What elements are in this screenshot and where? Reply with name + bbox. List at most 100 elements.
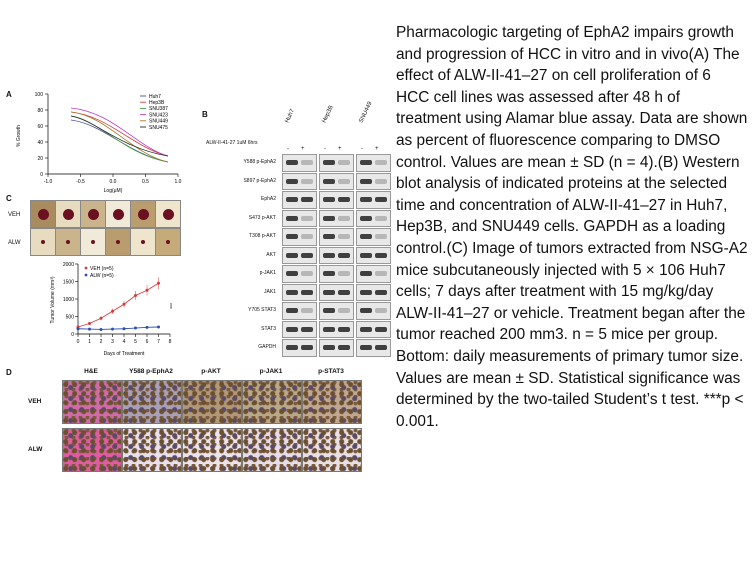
panel-a-ytick: 40 xyxy=(37,140,43,146)
panel-d-label: D xyxy=(6,368,12,377)
data-point xyxy=(76,327,80,331)
blot-band xyxy=(375,252,387,258)
significance-marker: *** xyxy=(166,303,172,309)
panel-a-ytick: 20 xyxy=(37,156,43,162)
ihc-row-label: ALW xyxy=(28,446,43,453)
tumor-photo xyxy=(80,228,106,256)
panel-c-xtick: 4 xyxy=(123,339,126,345)
cell-line-label: SNU449 xyxy=(358,100,374,124)
panel-a-legend-item: Huh7 xyxy=(149,94,161,100)
panel-a-legend-item: SNU475 xyxy=(149,125,168,131)
blot-panel xyxy=(282,191,317,209)
blot-band xyxy=(360,345,372,350)
panel-c-xtick: 8 xyxy=(169,339,172,345)
blot-row-label: GAPDH xyxy=(258,344,276,350)
panel-c-ytick: 2000 xyxy=(63,262,74,268)
panel-a-ylabel: % Growth xyxy=(16,125,22,147)
blot-band xyxy=(323,271,335,276)
panel-b-label: B xyxy=(202,110,208,119)
blot-row-label: Y705 STAT3 xyxy=(248,307,276,313)
panel-a-xtick: 1.0 xyxy=(175,179,182,185)
treatment-sign: + xyxy=(338,146,342,152)
blot-band xyxy=(323,215,335,221)
blot-row-label: JAK1 xyxy=(264,288,276,295)
blot-band xyxy=(286,178,298,184)
data-point xyxy=(145,288,149,292)
blot-panel xyxy=(319,246,354,264)
blot-band xyxy=(286,234,298,239)
blot-panel xyxy=(356,246,391,264)
ihc-image xyxy=(182,380,242,424)
blot-panel xyxy=(356,154,391,172)
blot-band xyxy=(338,345,350,350)
ihc-image xyxy=(302,428,362,472)
panel-a-legend-item: SNU387 xyxy=(149,106,168,112)
treatment-sign: - xyxy=(361,146,363,152)
blot-band xyxy=(375,160,387,165)
panel-c-label: C xyxy=(6,194,12,203)
blot-band xyxy=(323,252,335,258)
blot-row-label: STAT3 xyxy=(261,325,276,332)
tumor-photo xyxy=(30,200,56,228)
data-point xyxy=(111,309,114,313)
panel-a-xtick: -1.0 xyxy=(44,179,53,185)
panel-c-ylabel: Tumor Volume (mm³) xyxy=(50,276,56,323)
blot-band xyxy=(360,289,372,295)
blot-band xyxy=(301,289,313,295)
blot-panel xyxy=(319,320,354,338)
blot-panel xyxy=(356,320,391,338)
ihc-image xyxy=(62,428,122,472)
tumor-photo xyxy=(80,200,106,228)
blot-panel xyxy=(282,172,317,190)
panel-a-ytick: 80 xyxy=(37,108,43,114)
panel-c-ytick: 500 xyxy=(66,314,75,320)
blot-panel xyxy=(282,209,317,227)
blot-row-label: S897 p-EphA2 xyxy=(243,177,276,184)
tumor-photo xyxy=(105,228,131,256)
ihc-column-label: H&E xyxy=(84,368,98,375)
blot-band xyxy=(360,271,372,276)
blot-panel xyxy=(319,265,354,283)
panel-a-legend-item: SNU423 xyxy=(149,112,168,118)
blot-band xyxy=(301,308,313,313)
ihc-image xyxy=(122,428,182,472)
blot-band xyxy=(286,326,298,332)
tumor-photo xyxy=(130,228,156,256)
blot-band xyxy=(323,308,335,313)
panel-a-legend-item: SNU449 xyxy=(149,119,168,125)
panel-a-xlabel: Log(μM) xyxy=(104,188,123,194)
panel-c-ytick: 1000 xyxy=(63,297,74,303)
blot-panel xyxy=(282,265,317,283)
blot-band xyxy=(338,252,350,258)
blot-panel xyxy=(319,191,354,209)
blot-panel xyxy=(282,283,317,301)
treatment-sign: + xyxy=(301,146,305,152)
blot-panel xyxy=(282,154,317,172)
blot-panel xyxy=(282,339,317,357)
panel-c-xtick: 3 xyxy=(111,339,114,345)
blot-panel xyxy=(356,302,391,320)
blot-band xyxy=(323,160,335,165)
ihc-column-label: p-AKT xyxy=(201,368,221,375)
ihc-image xyxy=(242,380,302,424)
growth-curve xyxy=(70,111,169,163)
blot-panel xyxy=(282,302,317,320)
blot-band xyxy=(301,160,313,165)
blot-band xyxy=(360,308,372,313)
ihc-image xyxy=(182,428,242,472)
ihc-image xyxy=(122,380,182,424)
blot-band xyxy=(286,271,298,276)
tumor-row-label-alw: ALW xyxy=(8,240,21,246)
panel-c-xlabel: Days of Treatment xyxy=(104,351,145,357)
blot-panel xyxy=(319,302,354,320)
blot-band xyxy=(286,215,298,221)
blot-panel xyxy=(319,283,354,301)
panel-a-xtick: 0.0 xyxy=(110,179,117,185)
growth-curve xyxy=(70,115,169,157)
legend-veh: VEH (n=5) xyxy=(90,266,114,272)
blot-panel xyxy=(356,339,391,357)
ihc-image xyxy=(62,380,122,424)
panel-a-ytick: 100 xyxy=(35,92,44,98)
panel-a-label: A xyxy=(6,90,12,99)
